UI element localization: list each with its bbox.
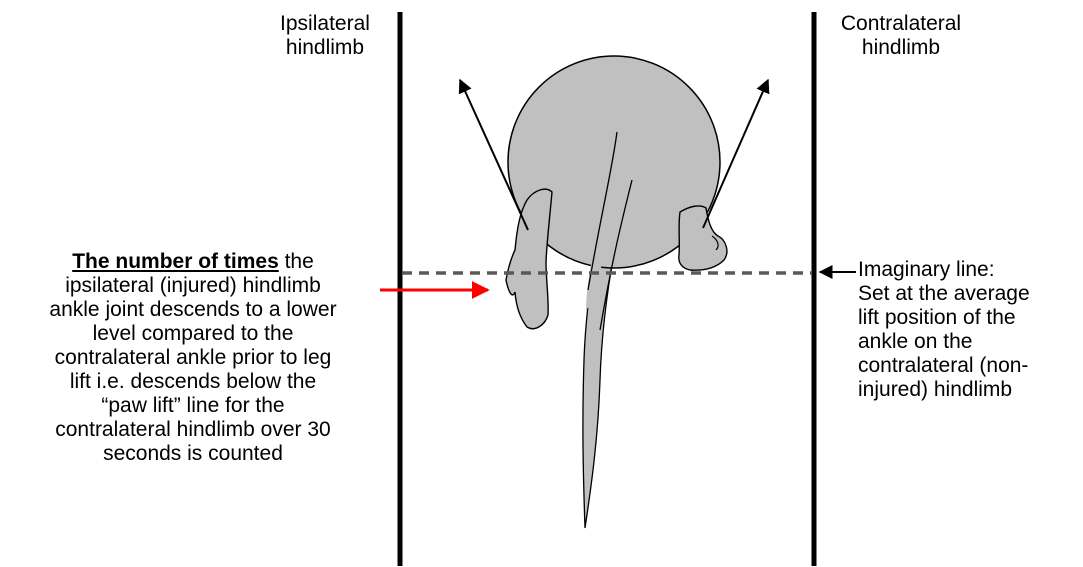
contralateral-label-line1: Contralateral (826, 12, 976, 36)
instruction-line: “paw lift” line for the (0, 394, 386, 418)
instruction-line-1-rest: the (279, 250, 314, 273)
ipsilateral-label-line2: hindlimb (262, 36, 388, 60)
description-line: ankle on the (858, 330, 1030, 354)
ipsilateral-label-line1: Ipsilateral (262, 12, 388, 36)
contralateral-hindlimb (679, 206, 727, 270)
instruction-line: ankle joint descends to a lower (0, 298, 386, 322)
counting-instruction-text: The number of times the ipsilateral (inj… (0, 250, 386, 466)
imaginary-line-description: Imaginary line: Set at the average lift … (858, 258, 1030, 402)
instruction-line: contralateral ankle prior to leg (0, 346, 386, 370)
instruction-line: contralateral hindlimb over 30 (0, 418, 386, 442)
contralateral-label-line2: hindlimb (826, 36, 976, 60)
description-line: Set at the average (858, 282, 1030, 306)
instruction-emphasis: The number of times (72, 250, 279, 273)
instruction-line: level compared to the (0, 322, 386, 346)
description-line: contralateral (non- (858, 354, 1030, 378)
description-line: Imaginary line: (858, 258, 1030, 282)
instruction-line-1: The number of times the (0, 250, 386, 274)
instruction-line: lift i.e. descends below the (0, 370, 386, 394)
description-line: injured) hindlimb (858, 378, 1030, 402)
instruction-line: seconds is counted (0, 442, 386, 466)
ipsilateral-hindlimb-label: Ipsilateral hindlimb (262, 12, 388, 60)
instruction-line: ipsilateral (injured) hindlimb (0, 274, 386, 298)
ipsilateral-hindlimb (506, 189, 552, 328)
description-line: lift position of the (858, 306, 1030, 330)
contralateral-hindlimb-label: Contralateral hindlimb (826, 12, 976, 60)
